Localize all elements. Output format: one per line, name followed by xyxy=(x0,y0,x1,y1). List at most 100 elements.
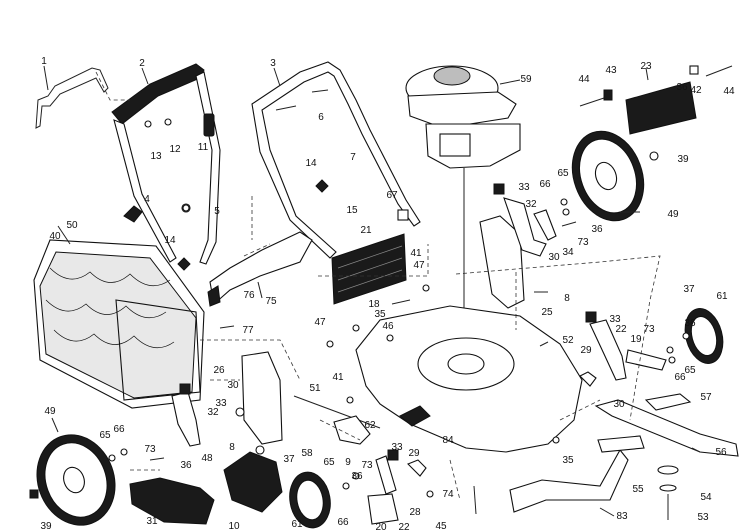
part-56-blade xyxy=(594,393,739,520)
callout-label: 65 xyxy=(684,365,696,376)
part-49-rear-wheel-right xyxy=(571,130,659,222)
callout-label: 7 xyxy=(350,152,356,163)
callout-label: 1 xyxy=(41,56,47,67)
callout-label: 66 xyxy=(674,372,686,383)
assembly-lines xyxy=(95,71,661,501)
callout-label: 35 xyxy=(562,455,574,466)
callout-label: 73 xyxy=(643,324,655,335)
callout-label: 15 xyxy=(346,205,358,216)
callout-label: 73 xyxy=(361,460,373,471)
callout-label: 65 xyxy=(557,168,569,179)
callout-label: 67 xyxy=(386,190,398,201)
callout-label: 13 xyxy=(150,151,162,162)
callout-label: 47 xyxy=(314,317,326,328)
callout-label: 45 xyxy=(435,521,447,531)
right-height-adjusters xyxy=(479,183,557,309)
callout-label: 48 xyxy=(201,453,213,464)
callout-label: 32 xyxy=(207,407,219,418)
callout-label: 3 xyxy=(270,58,276,69)
callout-label: 37 xyxy=(283,454,295,465)
callout-label: 36 xyxy=(351,471,363,482)
callout-label: 11 xyxy=(197,142,209,153)
callout-label: 33 xyxy=(215,398,227,409)
callout-label: 36 xyxy=(676,82,688,93)
part-61-front-wheel-right xyxy=(682,308,724,364)
callout-label: 62 xyxy=(364,420,376,431)
callout-label: 28 xyxy=(409,507,421,518)
callout-label: 39 xyxy=(677,154,689,165)
callout-label: 30 xyxy=(548,252,560,263)
callout-label: 58 xyxy=(301,448,313,459)
callout-label: 61 xyxy=(291,519,303,530)
part-10-rear-skirt xyxy=(223,451,283,513)
callout-label: 9 xyxy=(345,457,351,468)
callout-label: 66 xyxy=(539,179,551,190)
callout-label: 74 xyxy=(442,489,454,500)
callout-label: 39 xyxy=(40,521,52,531)
callout-label: 36 xyxy=(591,224,603,235)
callout-label: 30 xyxy=(613,399,625,410)
callout-label: 73 xyxy=(577,237,589,248)
part-61-front-wheel-left xyxy=(289,471,331,529)
callout-label: 50 xyxy=(66,220,78,231)
part-83-front-skirt xyxy=(509,435,645,513)
callout-label: 29 xyxy=(408,448,420,459)
part-51-axle xyxy=(293,395,381,445)
part-75-chute xyxy=(207,231,313,307)
callout-label: 36 xyxy=(684,318,696,329)
leader-lines xyxy=(43,65,701,517)
part-2-upper-handle xyxy=(111,63,221,265)
fasteners xyxy=(108,198,676,515)
callout-label: 66 xyxy=(337,517,349,528)
part-40-grass-bag xyxy=(33,239,205,409)
callout-label: 77 xyxy=(242,325,254,336)
callout-label: 44 xyxy=(578,74,590,85)
callout-label: 35 xyxy=(374,309,386,320)
callout-label: 29 xyxy=(580,345,592,356)
callout-label: 42 xyxy=(690,85,702,96)
callout-label: 5 xyxy=(214,206,220,217)
callout-label: 6 xyxy=(318,112,324,123)
callout-label: 43 xyxy=(605,65,617,76)
callout-label: 47 xyxy=(413,260,425,271)
callout-label: 73 xyxy=(144,444,156,455)
callout-label: 31 xyxy=(146,516,158,527)
callout-label: 12 xyxy=(169,144,181,155)
callout-label: 37 xyxy=(683,284,695,295)
callout-label: 14 xyxy=(164,235,176,246)
callout-label: 2 xyxy=(139,58,145,69)
callout-label: 34 xyxy=(562,247,574,258)
callout-label: 54 xyxy=(700,492,712,503)
part-3-lower-handle xyxy=(251,61,421,259)
left-rear-bracket xyxy=(171,351,283,447)
callout-label: 22 xyxy=(398,522,410,531)
part-49-rear-wheel-left xyxy=(29,434,116,526)
callout-label: 76 xyxy=(243,290,255,301)
callout-label: 40 xyxy=(49,231,61,242)
callout-label: 41 xyxy=(332,372,344,383)
callout-label: 4 xyxy=(144,194,150,205)
callout-label: 51 xyxy=(309,383,321,394)
callout-label: 22 xyxy=(615,324,627,335)
callout-label: 23 xyxy=(640,61,652,72)
part-59-engine xyxy=(405,65,521,386)
callout-label: 75 xyxy=(265,296,277,307)
callout-label: 49 xyxy=(667,209,679,220)
callout-label: 21 xyxy=(360,225,372,236)
callout-label: 33 xyxy=(609,314,621,325)
callout-label: 41 xyxy=(410,248,422,259)
callout-label: 8 xyxy=(229,442,235,453)
callout-label: 52 xyxy=(562,335,574,346)
top-right-hardware xyxy=(579,65,733,135)
callout-label: 49 xyxy=(44,406,56,417)
callout-label: 8 xyxy=(564,293,570,304)
callout-label: 18 xyxy=(368,299,380,310)
callout-label: 26 xyxy=(213,365,225,376)
front-adjusters xyxy=(367,449,427,525)
callout-label: 61 xyxy=(716,291,728,302)
callout-label: 30 xyxy=(227,380,239,391)
right-front-adjusters xyxy=(579,311,667,387)
callout-label: 33 xyxy=(391,442,403,453)
callout-label: 44 xyxy=(723,86,735,97)
callout-label: 25 xyxy=(541,307,553,318)
